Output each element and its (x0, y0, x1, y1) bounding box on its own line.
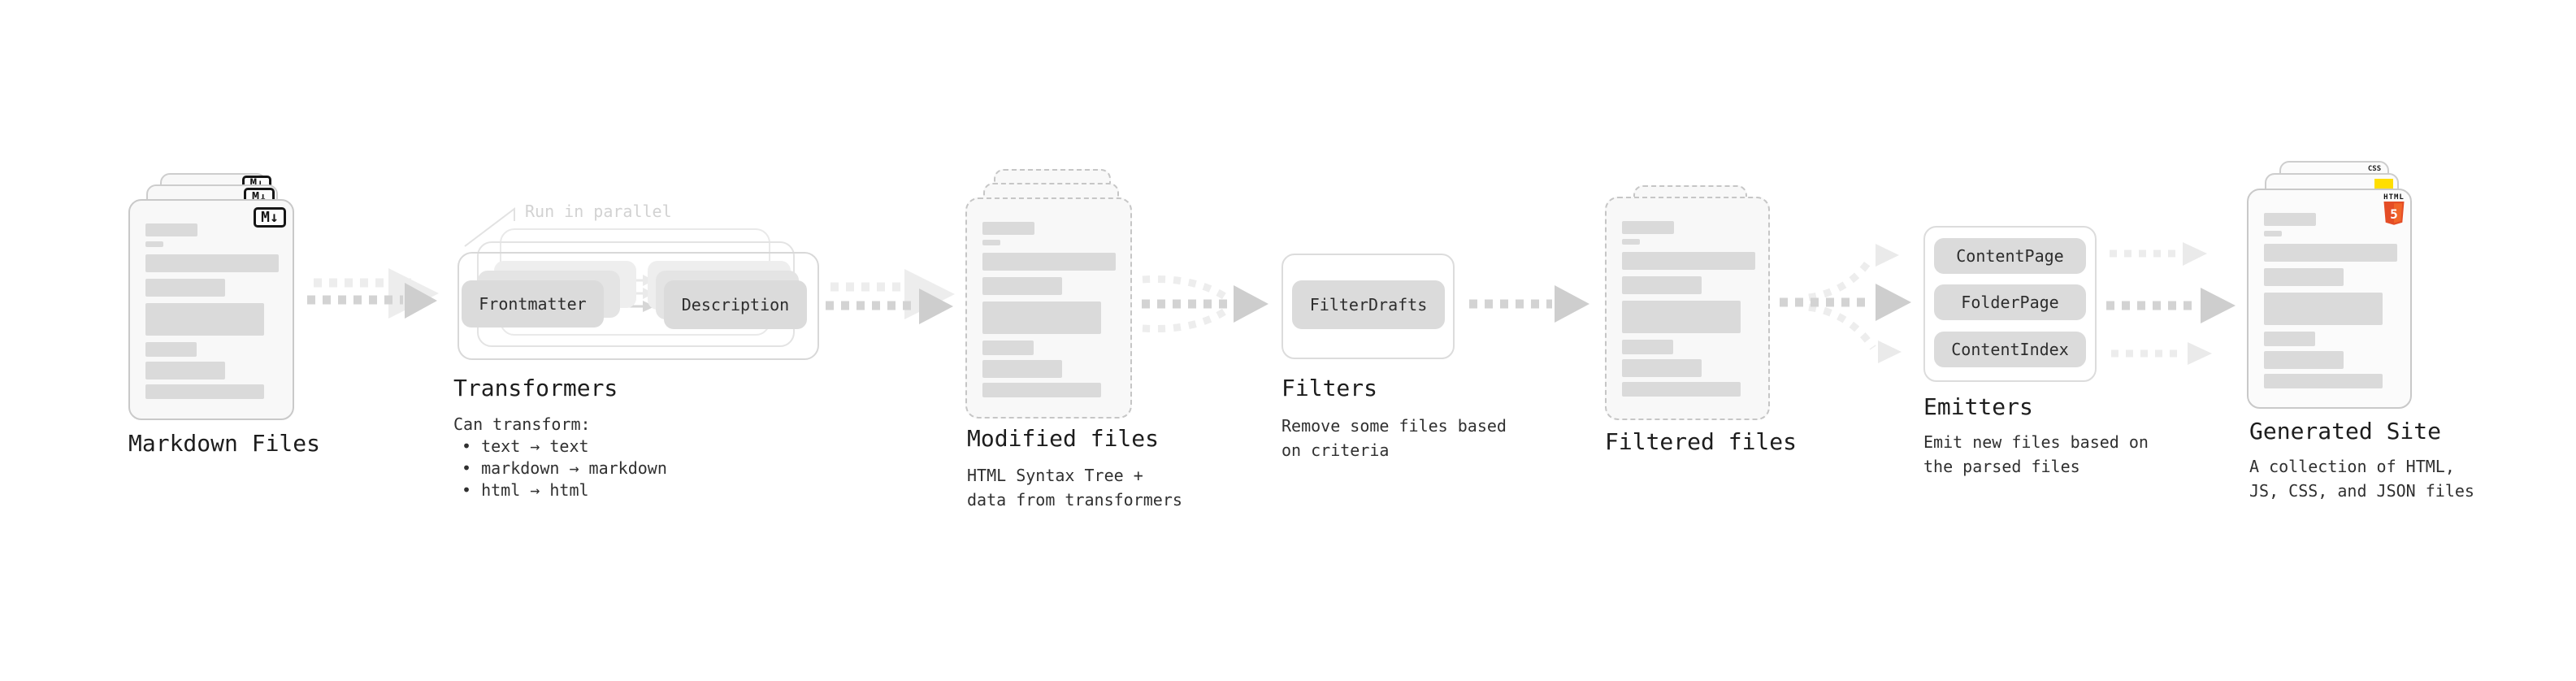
stage-label-modified-files: Modified files (967, 425, 1160, 452)
modified-files-caption: HTML Syntax Tree + data from transformer… (967, 463, 1182, 512)
description-pill: Description (664, 280, 807, 329)
stage-label-markdown-files: Markdown Files (128, 430, 321, 457)
stage-label-transformers: Transformers (453, 375, 618, 401)
skeleton-bar (1622, 239, 1640, 245)
document-card-front: HTML 5 (2247, 189, 2412, 409)
skeleton-bar (2264, 231, 2282, 236)
skeleton-bar (1622, 221, 1674, 234)
html5-icon: HTML 5 (2382, 193, 2406, 225)
skeleton-bar (982, 277, 1062, 295)
skeleton-bar (982, 253, 1116, 271)
caption-line: on criteria (1281, 440, 1390, 460)
transformers-frame-front (458, 252, 819, 360)
skeleton-bar (2264, 332, 2315, 346)
filters-caption: Remove some files based on criteria (1281, 414, 1507, 462)
skeleton-bar (982, 222, 1034, 235)
skeleton-bar (145, 384, 264, 399)
skeleton-bar (982, 383, 1101, 397)
skeleton-bar (1622, 340, 1673, 354)
skeleton-bar (1622, 382, 1741, 397)
skeleton-bar (2264, 351, 2344, 369)
bullet-item: • html → html (462, 480, 589, 500)
skeleton-bars (145, 223, 308, 399)
transformers-caption-title: Can transform: (453, 414, 591, 434)
skeleton-bar (1622, 276, 1702, 294)
stage-label-emitters: Emitters (1923, 393, 2033, 420)
skeleton-bar (982, 301, 1101, 334)
skeleton-bar (145, 254, 279, 272)
frontmatter-pill: Frontmatter (462, 280, 604, 327)
skeleton-bar (145, 342, 197, 357)
emitters-caption: Emit new files based on the parsed files (1923, 430, 2149, 479)
contentpage-pill: ContentPage (1934, 238, 2086, 274)
skeleton-bar (145, 241, 163, 247)
skeleton-bars (1622, 221, 1784, 397)
contentindex-pill: ContentIndex (1934, 332, 2086, 367)
js-icon (2374, 179, 2393, 190)
markdown-icon: M↓ (254, 207, 286, 228)
caption-line: JS, CSS, and JSON files (2249, 481, 2474, 501)
filterdrafts-pill: FilterDrafts (1292, 280, 1445, 329)
transformers-bullet-list: • text → text • markdown → markdown • ht… (462, 436, 667, 501)
document-card-front (1605, 197, 1770, 420)
caption-line: Emit new files based on (1923, 432, 2149, 452)
document-card-front: M↓ (128, 199, 294, 420)
skeleton-bar (2264, 268, 2344, 286)
arrow-filtered-to-emitters (1780, 244, 1911, 363)
skeleton-bar (982, 360, 1062, 378)
caption-line: data from transformers (967, 490, 1182, 510)
skeleton-bars (982, 222, 1146, 397)
skeleton-bar (145, 303, 264, 336)
arrow-modified-to-filters (1142, 275, 1268, 333)
svg-text:5: 5 (2390, 206, 2398, 222)
skeleton-bar (2264, 293, 2383, 325)
document-card-front (965, 197, 1132, 419)
arrow-markdown-to-transformers (307, 268, 439, 319)
skeleton-bar (1622, 301, 1741, 333)
run-in-parallel-note: Run in parallel (525, 202, 672, 221)
skeleton-bar (1622, 359, 1702, 377)
caption-line: A collection of HTML, (2249, 457, 2455, 476)
skeleton-bar (982, 240, 1000, 245)
bullet-item: • text → text (462, 436, 589, 456)
caption-line: Remove some files based (1281, 416, 1507, 436)
caption-line: the parsed files (1923, 457, 2080, 476)
skeleton-bar (145, 362, 225, 380)
skeleton-bar (1622, 252, 1755, 270)
arrow-filters-to-filtered (1469, 285, 1589, 323)
skeleton-bar (2264, 374, 2383, 388)
arrow-transformers-to-modified (826, 269, 955, 324)
caption-line: HTML Syntax Tree + (967, 466, 1143, 485)
skeleton-bars (2264, 213, 2426, 388)
arrows-emitters-to-generated (2106, 242, 2236, 365)
bullet-item: • markdown → markdown (462, 458, 667, 478)
generated-site-caption: A collection of HTML, JS, CSS, and JSON … (2249, 454, 2474, 503)
skeleton-bar (2264, 244, 2397, 262)
stage-label-filtered-files: Filtered files (1605, 428, 1798, 455)
skeleton-bar (2264, 213, 2316, 226)
skeleton-bar (145, 279, 225, 297)
skeleton-bar (982, 340, 1034, 355)
folderpage-pill: FolderPage (1934, 284, 2086, 320)
note-leader-line (464, 206, 515, 247)
stage-label-generated-site: Generated Site (2249, 418, 2442, 445)
stage-label-filters: Filters (1281, 375, 1378, 401)
skeleton-bar (145, 223, 197, 236)
